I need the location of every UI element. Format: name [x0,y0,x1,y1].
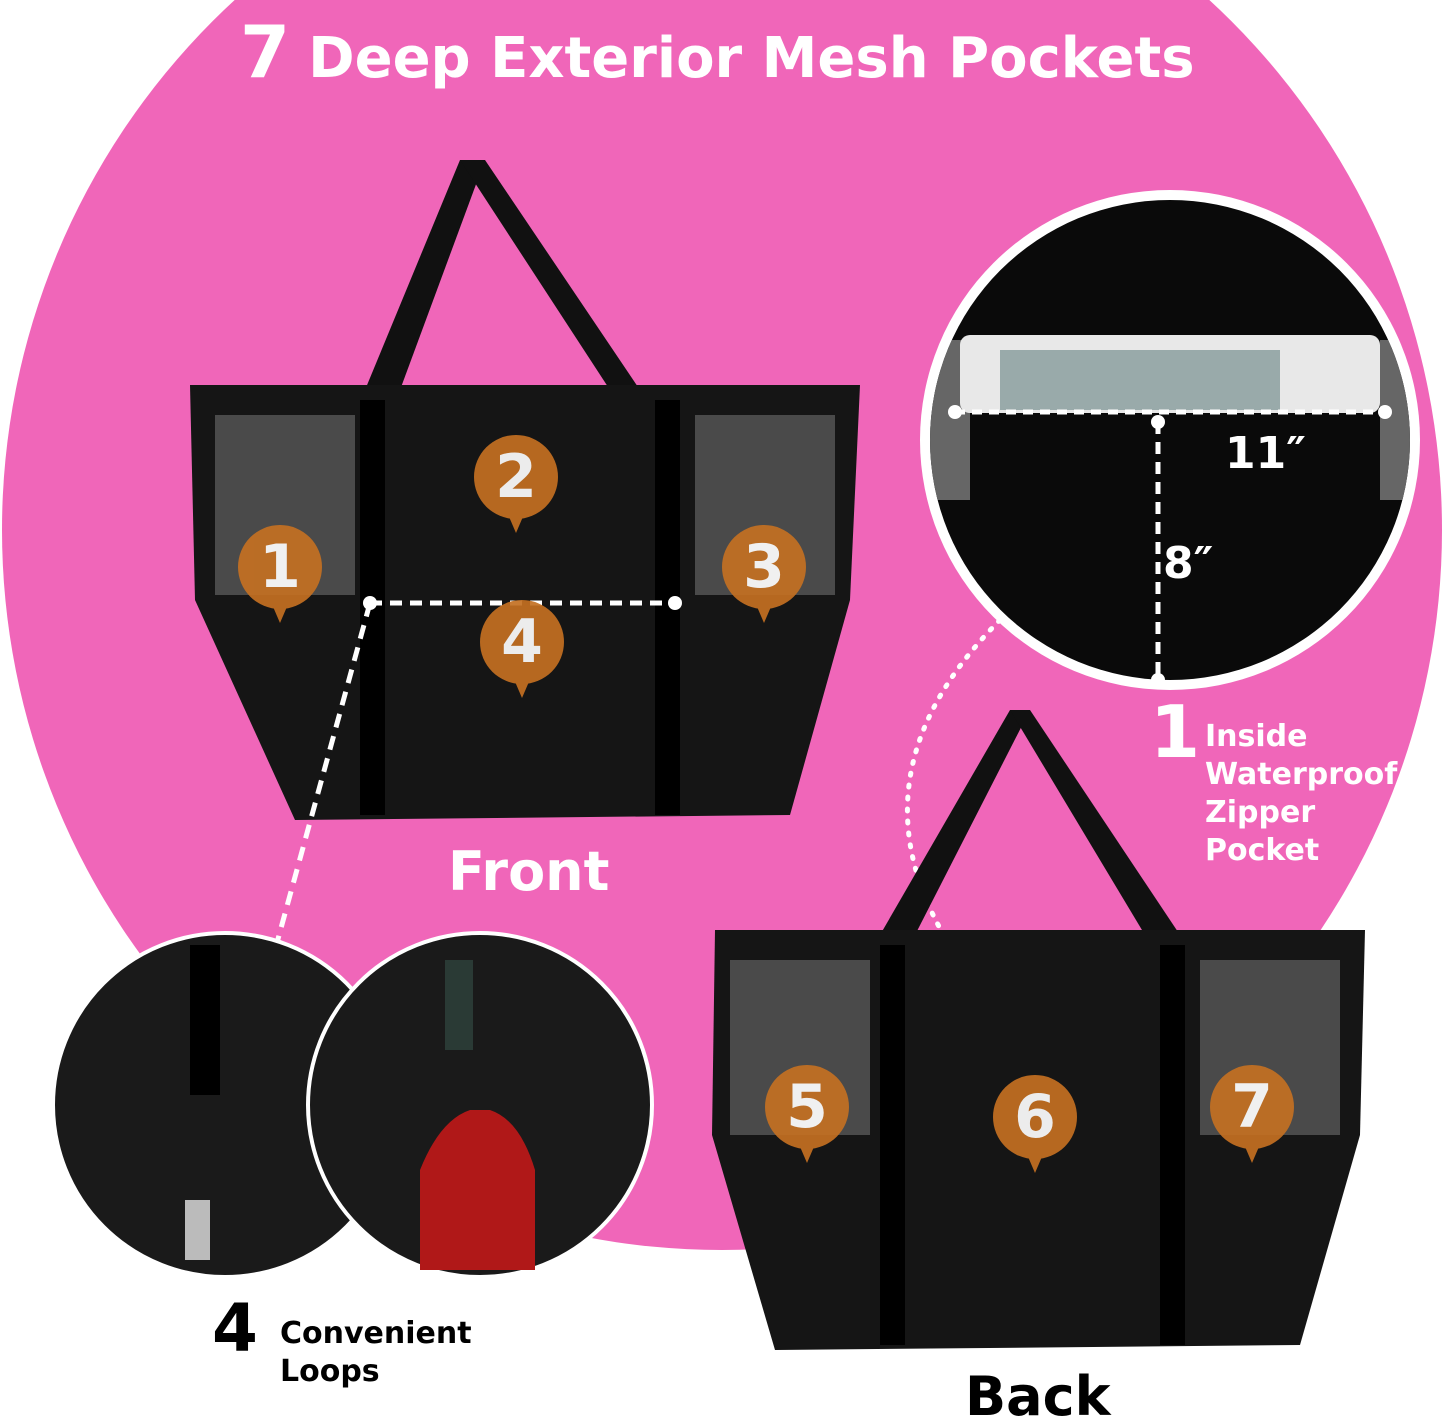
caption-line: Zipper [1205,795,1316,830]
inside-pocket-count: 1 [1150,690,1201,774]
loops-count: 4 [212,1290,258,1367]
caption-line: Loops [280,1354,380,1389]
caption-line: Inside [1205,719,1308,754]
pocket-marker-1: 1 [238,525,322,623]
pocket-marker-5: 5 [765,1065,849,1163]
back-label: Back [965,1365,1111,1428]
pocket-marker-7: 7 [1210,1065,1294,1163]
pocket-marker-4: 4 [480,600,564,698]
front-label: Front [448,840,610,903]
caption-line: Waterproof [1205,757,1398,792]
pocket-marker-3: 3 [722,525,806,623]
caption-line: Convenient [280,1316,472,1351]
headline-text: Deep Exterior Mesh Pockets [308,26,1195,91]
headline-number: 7 [240,10,291,94]
pocket-height: 8″ [1163,538,1214,589]
inside-pocket-detail [905,190,1420,1003]
pocket-width: 11″ [1225,428,1306,479]
loops-detail [51,931,654,1279]
headline: 7 Deep Exterior Mesh Pockets [240,10,1195,94]
pocket-marker-2: 2 [474,435,558,533]
loops-caption: Convenient Loops [280,1315,472,1391]
caption-line: Pocket [1205,833,1320,868]
pocket-marker-6: 6 [993,1075,1077,1173]
inside-pocket-caption: Inside Waterproof Zipper Pocket [1205,718,1397,870]
